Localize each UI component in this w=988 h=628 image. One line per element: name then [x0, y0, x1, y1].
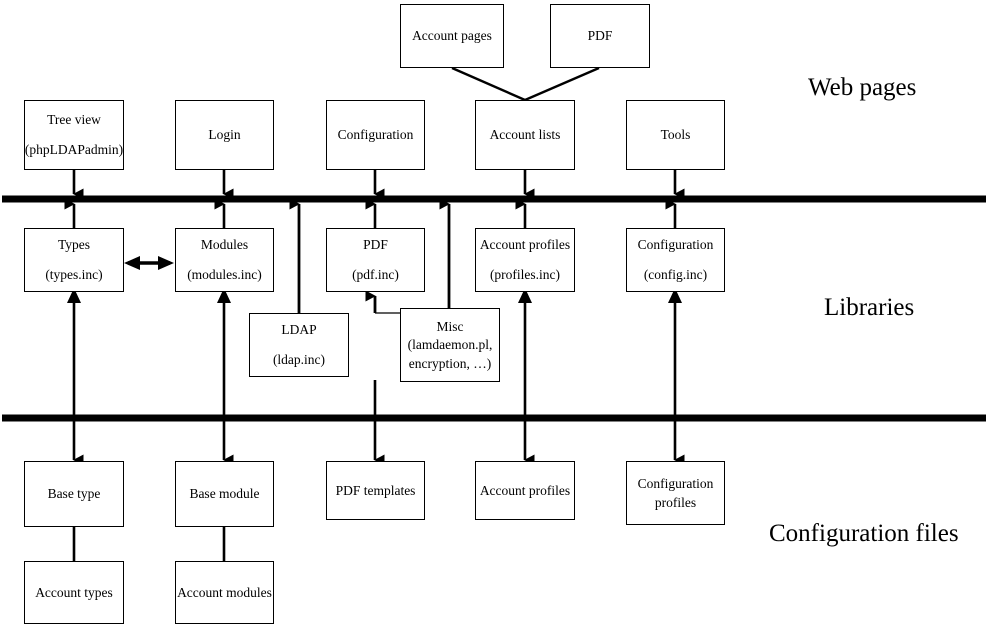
- box-base-type-title: Base type: [47, 486, 101, 502]
- connector-types-to-base-type: [67, 288, 84, 466]
- box-tools[interactable]: Tools: [626, 100, 725, 170]
- section-label-libraries: Libraries: [824, 294, 915, 321]
- box-configuration-page[interactable]: Configuration: [326, 100, 425, 170]
- box-pdf-lib-subtitle: (pdf.inc): [352, 267, 399, 282]
- box-account-types-title: Account types: [35, 584, 113, 600]
- box-types[interactable]: Types (types.inc): [24, 228, 124, 292]
- box-account-modules[interactable]: Account modules: [175, 561, 274, 624]
- box-login[interactable]: Login: [175, 100, 274, 170]
- box-types-title: Types: [57, 237, 91, 253]
- box-types-subtitle: (types.inc): [45, 267, 103, 282]
- connector-pdf-source-to-account-lists: [524, 66, 600, 102]
- box-account-profiles-lib-title: Account profiles: [479, 237, 571, 253]
- connector-account-pages-to-account-lists: [451, 66, 526, 102]
- box-configuration-page-title: Configuration: [337, 127, 414, 143]
- box-misc-subtitle-line2: encryption, …): [408, 355, 492, 371]
- box-misc-title: Misc: [436, 318, 464, 334]
- section-label-configuration-files: Configuration files: [769, 520, 959, 547]
- box-pdf-lib-title: PDF: [363, 237, 388, 253]
- box-modules-title: Modules: [200, 237, 249, 253]
- box-account-profiles-lib-subtitle: (profiles.inc): [489, 267, 561, 282]
- box-base-module-title: Base module: [189, 486, 260, 502]
- box-login-title: Login: [208, 127, 241, 143]
- box-account-pages[interactable]: Account pages: [400, 4, 504, 68]
- box-ldap[interactable]: LDAP (ldap.inc): [249, 313, 349, 377]
- box-misc-subtitle-line1: (lamdaemon.pl,: [407, 337, 493, 353]
- box-account-modules-title: Account modules: [177, 584, 272, 600]
- box-pdf-source-title: PDF: [587, 28, 613, 44]
- box-account-profiles-file-title: Account profiles: [479, 482, 571, 498]
- box-account-lists-title: Account lists: [489, 127, 561, 143]
- box-account-pages-title: Account pages: [412, 28, 492, 44]
- box-configuration-lib-subtitle: (config.inc): [643, 267, 708, 282]
- connector-types-modules-bidirectional: [124, 256, 174, 270]
- section-label-web-pages: Web pages: [808, 74, 917, 101]
- connector-modules-to-base-module: [217, 288, 234, 466]
- box-ldap-title: LDAP: [281, 322, 317, 338]
- box-tree-view-subtitle: (phpLDAPadmin): [24, 142, 124, 157]
- connector-configuration-lib-to-profiles: [668, 288, 685, 466]
- box-tree-view-title: Tree view: [47, 112, 101, 128]
- box-configuration-profiles-title-line2: profiles: [654, 494, 697, 510]
- box-configuration-lib-title: Configuration: [637, 237, 714, 253]
- box-tools-title: Tools: [660, 127, 691, 143]
- box-modules-subtitle: (modules.inc): [187, 267, 262, 282]
- box-configuration-profiles-title-line1: Configuration: [637, 475, 714, 491]
- box-configuration-lib[interactable]: Configuration (config.inc): [626, 228, 725, 292]
- box-pdf-source[interactable]: PDF: [550, 4, 650, 68]
- box-base-module[interactable]: Base module: [175, 461, 274, 527]
- box-account-profiles-lib[interactable]: Account profiles (profiles.inc): [475, 228, 575, 292]
- box-ldap-subtitle: (ldap.inc): [272, 352, 326, 367]
- box-account-types[interactable]: Account types: [24, 561, 124, 624]
- box-configuration-profiles[interactable]: Configuration profiles: [626, 461, 725, 525]
- box-account-lists[interactable]: Account lists: [475, 100, 575, 170]
- box-pdf-lib[interactable]: PDF (pdf.inc): [326, 228, 425, 292]
- box-pdf-templates[interactable]: PDF templates: [326, 461, 425, 520]
- box-misc[interactable]: Misc (lamdaemon.pl, encryption, …): [400, 308, 500, 382]
- box-modules[interactable]: Modules (modules.inc): [175, 228, 274, 292]
- box-pdf-templates-title: PDF templates: [335, 482, 416, 498]
- connector-account-profiles-lib-to-file: [518, 288, 535, 466]
- box-account-profiles-file[interactable]: Account profiles: [475, 461, 575, 520]
- box-base-type[interactable]: Base type: [24, 461, 124, 527]
- box-tree-view[interactable]: Tree view (phpLDAPadmin): [24, 100, 124, 170]
